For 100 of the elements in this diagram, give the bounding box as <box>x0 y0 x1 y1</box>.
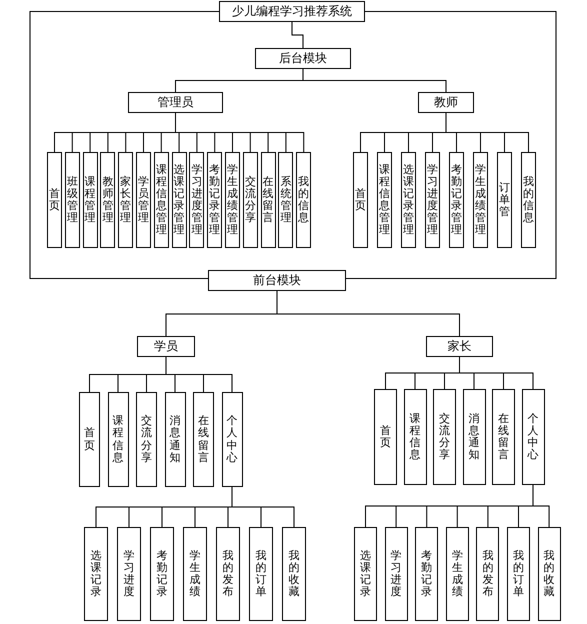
box-label: 学习进度管理 <box>191 164 202 236</box>
function-box <box>136 152 151 248</box>
function-box <box>216 527 240 621</box>
connector-line <box>292 22 304 48</box>
box-label: 管理员 <box>158 94 194 111</box>
connector-line <box>30 11 220 279</box>
box-label: 消息通知 <box>468 412 480 462</box>
box-label: 考勤记录管理 <box>209 164 220 236</box>
box-label: 学习进度管理 <box>427 164 438 236</box>
box-label: 班级管理 <box>66 176 78 224</box>
connector-line <box>232 486 294 528</box>
function-box <box>193 392 214 487</box>
function-box <box>100 152 116 248</box>
box-label: 教师管理 <box>102 176 114 224</box>
function-box <box>446 527 469 621</box>
box-label: 选课记录 <box>360 550 371 598</box>
function-box <box>433 389 456 485</box>
module-box <box>137 336 195 357</box>
module-box <box>208 270 346 291</box>
box-label: 交流分享 <box>439 412 450 462</box>
box-label: 交流分享 <box>244 176 256 224</box>
function-box <box>415 527 438 621</box>
function-box <box>521 152 536 248</box>
function-box <box>222 392 242 487</box>
function-box <box>492 389 515 485</box>
box-label: 在线留言 <box>198 415 209 464</box>
function-box <box>377 152 392 248</box>
box-label: 首页 <box>84 427 95 452</box>
module-box <box>219 1 365 22</box>
box-label: 学生成绩 <box>190 550 200 598</box>
box-label: 我的发布 <box>482 550 494 598</box>
box-label: 选课记录管理 <box>403 164 414 236</box>
connector-line <box>166 356 232 392</box>
function-box <box>108 392 128 487</box>
box-label: 交流分享 <box>141 415 152 464</box>
function-box <box>473 152 488 248</box>
connector-line <box>446 112 529 152</box>
box-label: 我的信息 <box>298 176 310 224</box>
function-box <box>207 152 222 248</box>
module-box <box>255 48 351 69</box>
box-label: 消息通知 <box>170 415 180 464</box>
function-box <box>462 389 486 485</box>
function-box <box>384 527 408 621</box>
box-label: 我的信息 <box>523 176 534 224</box>
function-box <box>242 152 258 248</box>
box-label: 学习进度 <box>390 550 402 598</box>
function-box <box>404 389 426 485</box>
box-label: 首页 <box>380 424 391 450</box>
module-box <box>418 92 474 113</box>
function-box <box>183 527 207 621</box>
box-label: 学员管理 <box>138 176 149 224</box>
function-box <box>249 527 273 621</box>
function-box <box>449 152 464 248</box>
module-box <box>426 336 493 357</box>
box-label: 学习进度 <box>124 550 134 598</box>
box-label: 家长 <box>448 338 472 355</box>
function-box <box>507 527 530 621</box>
function-box <box>260 152 276 248</box>
box-label: 我的收藏 <box>288 550 300 598</box>
box-label: 我的订单 <box>256 550 266 598</box>
function-box <box>374 389 397 485</box>
function-box <box>84 527 108 621</box>
connector-line <box>346 11 556 279</box>
function-box <box>79 392 100 487</box>
function-box <box>118 152 134 248</box>
box-label: 后台模块 <box>279 50 327 67</box>
box-label: 学生成绩管理 <box>227 164 238 236</box>
box-label: 教师 <box>434 94 458 111</box>
box-label: 学生成绩管理 <box>475 164 486 236</box>
function-box <box>154 152 169 248</box>
box-label: 个人中心 <box>226 415 238 464</box>
function-box <box>522 389 544 485</box>
box-label: 系统管理 <box>280 176 292 224</box>
function-box <box>497 152 512 248</box>
box-label: 课程信息管理 <box>156 164 167 236</box>
box-label: 考勤记录 <box>421 550 432 598</box>
function-box <box>296 152 312 248</box>
function-box <box>172 152 187 248</box>
function-box <box>150 527 174 621</box>
box-label: 课程管理 <box>84 176 96 224</box>
box-label: 课程信息 <box>112 415 124 464</box>
box-label: 选课记录管理 <box>174 164 185 236</box>
box-label: 考勤记录管理 <box>451 164 462 236</box>
box-label: 少儿编程学习推荐系统 <box>232 3 352 20</box>
function-box <box>117 527 141 621</box>
module-box <box>128 92 223 113</box>
box-label: 在线留言 <box>262 176 274 224</box>
box-label: 首页 <box>49 188 60 212</box>
box-label: 课程信息 <box>410 412 420 462</box>
function-box <box>189 152 204 248</box>
box-label: 选课记录 <box>90 550 102 598</box>
box-label: 学生成绩 <box>452 550 463 598</box>
connector-line <box>459 356 534 390</box>
function-box <box>353 152 368 248</box>
box-label: 学员 <box>154 338 178 355</box>
function-box <box>164 392 186 487</box>
function-box <box>136 392 157 487</box>
connector-line <box>276 290 460 336</box>
function-box <box>425 152 440 248</box>
box-label: 订单管 <box>499 182 510 218</box>
